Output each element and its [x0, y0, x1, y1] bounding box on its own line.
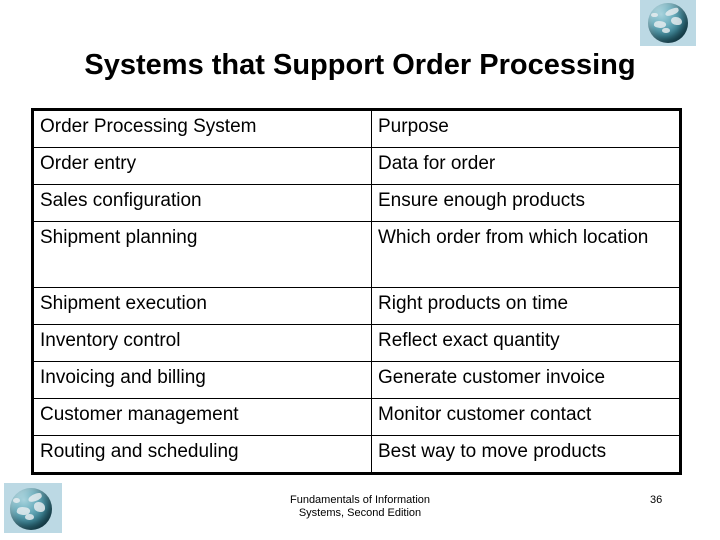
page-title: Systems that Support Order Processing: [84, 49, 636, 81]
cell-purpose: Which order from which location: [371, 221, 681, 288]
cell-purpose: Data for order: [371, 147, 681, 185]
table-row: Shipment planning Which order from which…: [32, 221, 681, 288]
table-row: Routing and scheduling Best way to move …: [32, 435, 681, 474]
column-header-system: Order Processing System: [32, 109, 372, 148]
cell-system: Shipment planning: [32, 221, 372, 288]
cell-system: Order entry: [32, 147, 372, 185]
globe-icon-bottom-left: [4, 483, 62, 533]
order-processing-systems-table: Order Processing System Purpose Order en…: [31, 108, 682, 475]
table-row: Customer management Monitor customer con…: [32, 398, 681, 436]
cell-purpose: Reflect exact quantity: [371, 324, 681, 362]
page-number: 36: [650, 494, 663, 506]
systems-table-container: Order Processing System Purpose Order en…: [31, 108, 682, 475]
table-row: Shipment execution Right products on tim…: [32, 287, 681, 325]
table-row: Sales configuration Ensure enough produc…: [32, 184, 681, 222]
globe-sphere: [10, 488, 52, 530]
footer-line-1: Fundamentals of Information: [289, 494, 431, 506]
table-row: Invoicing and billing Generate customer …: [32, 361, 681, 399]
cell-system: Invoicing and billing: [32, 361, 372, 399]
globe-landmass: [10, 488, 52, 530]
footer-citation: Fundamentals of Information Systems, Sec…: [0, 494, 720, 520]
cell-purpose: Best way to move products: [371, 435, 681, 474]
table-row: Inventory control Reflect exact quantity: [32, 324, 681, 362]
table-row: Order entry Data for order: [32, 147, 681, 185]
column-header-purpose: Purpose: [371, 109, 681, 148]
cell-system: Inventory control: [32, 324, 372, 362]
cell-system: Routing and scheduling: [32, 435, 372, 474]
cell-purpose: Ensure enough products: [371, 184, 681, 222]
cell-purpose: Right products on time: [371, 287, 681, 325]
cell-system: Customer management: [32, 398, 372, 436]
footer-line-2: Systems, Second Edition: [298, 507, 422, 519]
globe-sphere: [648, 3, 688, 43]
cell-purpose: Monitor customer contact: [371, 398, 681, 436]
globe-icon-top-right: [640, 0, 696, 46]
cell-system: Sales configuration: [32, 184, 372, 222]
cell-purpose: Generate customer invoice: [371, 361, 681, 399]
table-header-row: Order Processing System Purpose: [32, 109, 681, 148]
cell-system: Shipment execution: [32, 287, 372, 325]
globe-landmass: [648, 3, 688, 43]
